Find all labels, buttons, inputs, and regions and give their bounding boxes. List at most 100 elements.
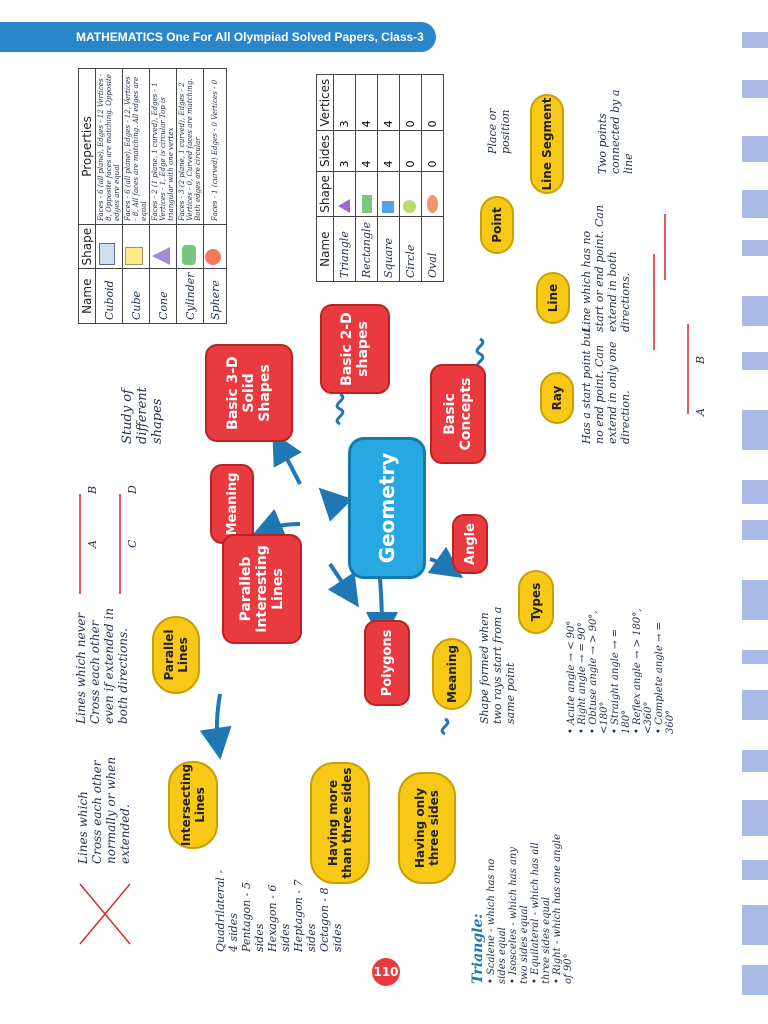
point-b: B <box>86 485 99 494</box>
parallel-intersecting-label: Paralleb Interesting Lines <box>238 545 286 633</box>
solid-header-name: Name <box>78 268 96 324</box>
types-node: Types <box>518 570 554 634</box>
line-segment-node: Line Segment <box>530 94 564 194</box>
solid-name: Cylinder <box>176 268 204 324</box>
point-d: D <box>126 485 139 494</box>
solid-props: Faces - 6 (all plane), Edges - 12, Verti… <box>122 68 150 225</box>
point-node: Point <box>480 196 514 254</box>
rectangle-icon <box>355 171 378 217</box>
list-item: • Right angle → = 90° <box>577 622 588 734</box>
table-row: Circle 0 0 <box>399 74 422 282</box>
flat-name: Square <box>377 216 400 282</box>
page-number: 110 <box>372 958 400 986</box>
parallel-lines-label: Parallel Lines <box>162 629 190 681</box>
basic-3d-node: Basic 3-D Solid Shapes <box>205 344 293 442</box>
cylinder-icon <box>176 224 204 269</box>
angle-label: Angle <box>462 523 478 565</box>
solid-name: Sphere <box>203 268 227 324</box>
angle-meaning-label: Meaning <box>445 645 459 703</box>
flat-name: Rectangle <box>355 216 378 282</box>
intersect-line-2 <box>79 883 131 945</box>
meaning-node: Meaning <box>210 464 254 544</box>
solid-shapes-table: Name Shape Properties Cuboid Faces - 6 (… <box>78 68 227 324</box>
flat-vertices: 0 <box>399 74 422 131</box>
basic-2d-node: Basic 2-D shapes <box>320 304 390 394</box>
ray-label: Ray <box>550 385 564 411</box>
edge-stripes <box>730 0 768 1024</box>
squiggle-2d <box>335 392 345 426</box>
flat-header-name: Name <box>316 216 334 282</box>
sphere-icon <box>203 224 227 269</box>
line-label: Line <box>546 283 560 313</box>
point-c: C <box>126 539 139 548</box>
table-row: Square 4 4 <box>377 74 400 282</box>
geometry-node: Geometry <box>348 437 426 579</box>
flat-vertices: 4 <box>377 74 400 131</box>
polygon-list: Quadrilateral - 4 sides Pentagon - 5 sid… <box>214 862 344 952</box>
arrow-angle <box>427 546 464 579</box>
types-label: Types <box>529 582 543 622</box>
list-item: Hexagon - 6 sides <box>266 884 292 952</box>
table-row: Sphere Faces - 1 (curved) Edges - 0 Vert… <box>203 68 227 324</box>
flat-header-sides: Sides <box>316 130 334 172</box>
arrow-intersecting <box>199 693 232 760</box>
flat-sides: 0 <box>421 130 444 172</box>
flat-header-row: Name Shape Sides Vertices <box>316 74 334 282</box>
only-three-label: Having only three sides <box>413 787 441 869</box>
parallel-text: Lines which never Cross each other even … <box>74 608 130 724</box>
square-icon <box>377 171 400 217</box>
point-a: A <box>86 540 99 548</box>
arrow-2d <box>318 487 353 522</box>
angle-node: Angle <box>452 514 488 574</box>
oval-icon <box>421 171 444 217</box>
basic-concepts-node: Basic Concepts <box>430 364 486 464</box>
list-item: • Right - which has one angle of 90° <box>552 833 574 984</box>
angle-meaning-node: Meaning <box>432 638 472 710</box>
list-item: Heptagon - 7 sides <box>292 879 318 952</box>
table-row: Oval 0 0 <box>421 74 444 282</box>
list-item: • Scalene - which has no sides equal <box>486 858 508 984</box>
flat-header-vertices: Vertices <box>316 74 334 131</box>
intersecting-lines-node: Intersecting Lines <box>168 761 218 849</box>
arrow-meaning <box>251 508 301 539</box>
list-item: Pentagon - 5 sides <box>240 882 266 952</box>
squiggle-poly <box>440 717 450 736</box>
flat-sides: 4 <box>355 130 378 172</box>
cuboid-icon <box>95 224 123 269</box>
flat-sides: 0 <box>399 130 422 172</box>
ray-node: Ray <box>540 372 574 424</box>
table-row: Cube Faces - 6 (all plane), Edges - 12, … <box>122 68 150 324</box>
flat-name: Triangle <box>333 216 356 282</box>
basic-2d-label: Basic 2-D shapes <box>339 312 371 386</box>
line-segment-text: Two points connected by a line <box>596 89 635 174</box>
ray-point-a: A <box>694 408 707 416</box>
list-item: • Equilateral - which has all three side… <box>530 842 552 984</box>
ray-point-b: B <box>694 355 707 364</box>
solid-header-shape: Shape <box>78 224 96 269</box>
ray-text: Has a start point but no end point. Can … <box>580 328 632 444</box>
circle-icon <box>399 171 422 217</box>
triangle-title: Triangle: <box>470 913 486 984</box>
cube-icon <box>122 224 150 269</box>
meaning-label: Meaning <box>224 472 240 536</box>
table-row: Cone Faces - 2 (1 plane, 1 curved), Edge… <box>149 68 177 324</box>
geometry-label: Geometry <box>375 452 399 564</box>
flat-shapes-table: Name Shape Sides Vertices Triangle 3 3 R… <box>316 74 444 282</box>
solid-name: Cube <box>122 268 150 324</box>
intersecting-text: Lines which Cross each other normally or… <box>76 756 132 864</box>
table-row: Cuboid Faces - 6 (all plane), Edges - 12… <box>95 68 123 324</box>
arrow-parallel <box>327 562 359 608</box>
basic-3d-label: Basic 3-D Solid Shapes <box>225 356 273 430</box>
list-item: • Acute angle → < 90° <box>566 620 577 734</box>
solid-props: Faces - 3 (2 plane, 1 curved), Edges - 2… <box>176 68 204 225</box>
flat-vertices: 4 <box>355 74 378 131</box>
triangle-types: Triangle: • Scalene - which has no sides… <box>470 834 574 984</box>
point-label: Point <box>490 207 504 243</box>
solid-props: Faces - 2 (1 plane, 1 curved), Edges - 1… <box>149 68 177 225</box>
intersecting-lines-label: Intersecting Lines <box>179 763 207 847</box>
basic-concepts-label: Basic Concepts <box>442 377 474 451</box>
flat-name: Oval <box>421 216 444 282</box>
solid-name: Cone <box>149 268 177 324</box>
page-header-title: MATHEMATICS One For All Olympiad Solved … <box>76 30 424 44</box>
